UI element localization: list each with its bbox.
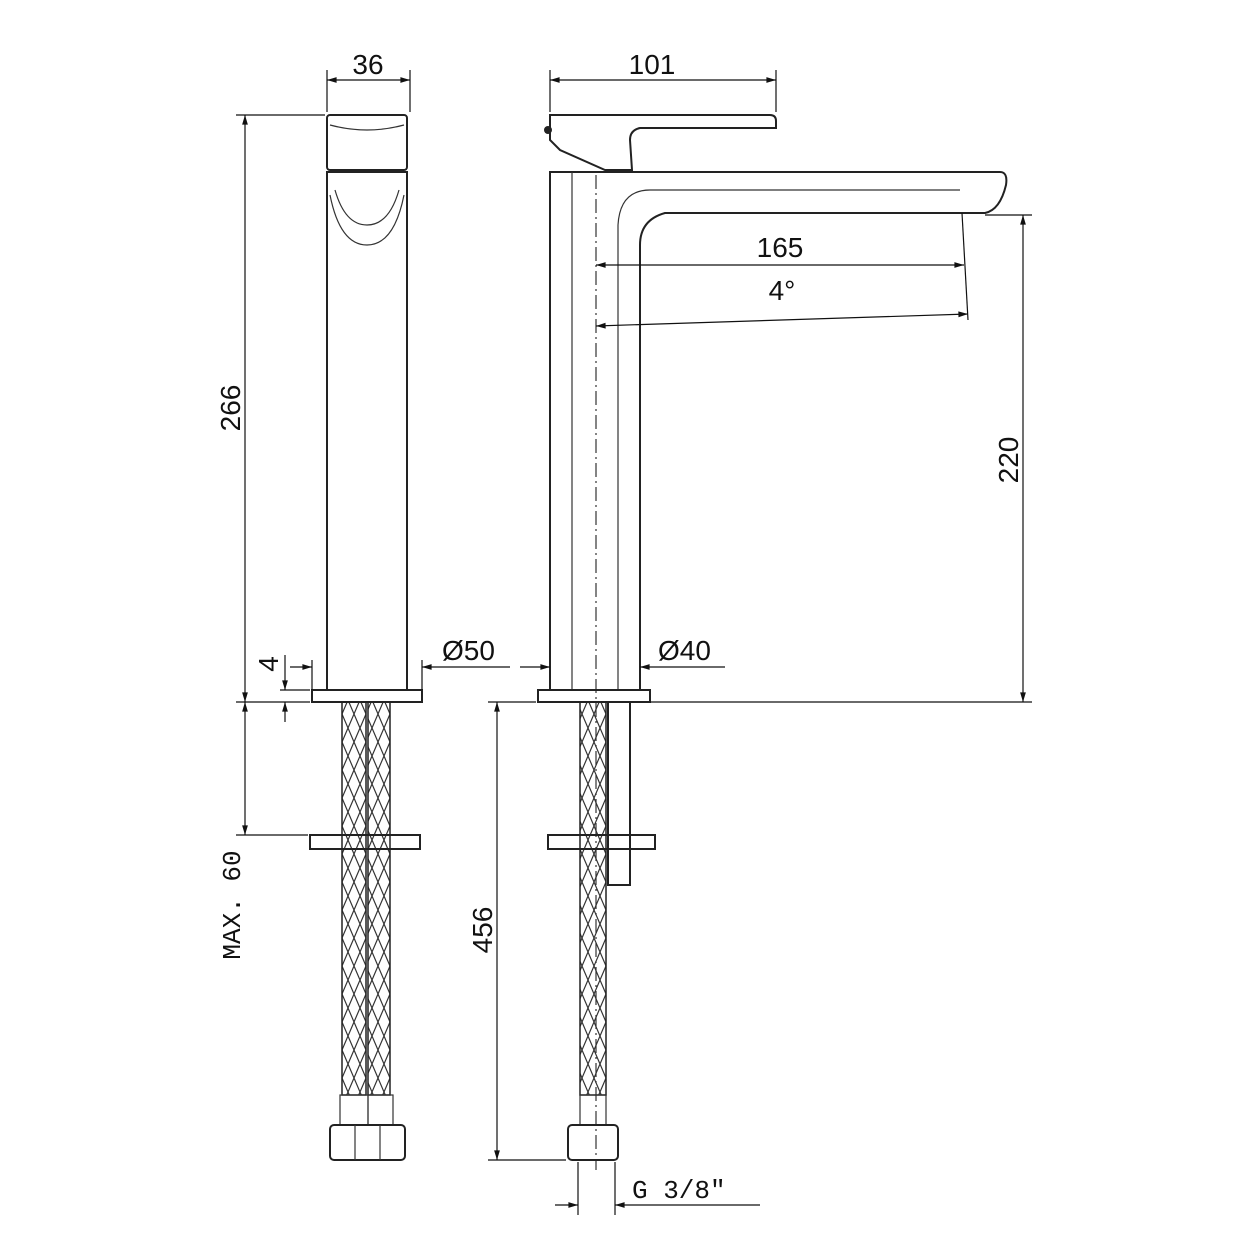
dim-spout-height: 220 [993,437,1024,484]
dim-body-diameter: Ø40 [658,635,711,666]
hose-nut-side [567,1124,619,1161]
mounting-flange-side [547,834,656,850]
dim-width-36: 36 [352,49,383,80]
dim-connection-thread: G 3/8" [632,1176,726,1206]
dim-plate-4: 4 [253,656,284,672]
body-front [326,171,408,691]
mounting-rod [607,701,631,886]
dimensions: 36 101 266 4 Ø50 MAX. 60 Ø40 165 4° [215,49,1032,1215]
hose-nut-front [329,1124,406,1161]
dim-hose-length: 456 [467,907,498,954]
handle-side [549,114,777,171]
dim-height-266: 266 [215,385,246,432]
side-view [537,114,1008,1170]
dim-max-60: MAX. 60 [218,850,248,959]
body-spout-side [549,171,1008,691]
hose-side [579,701,607,1096]
dim-spout-reach: 165 [757,232,804,263]
dim-base-diameter: Ø50 [442,635,495,666]
front-view [309,114,423,1161]
handle-front [326,114,408,171]
hose-left [341,701,367,1096]
dim-handle-reach: 101 [629,49,676,80]
dim-spout-angle: 4° [769,275,796,306]
hose-right [367,701,391,1096]
mounting-flange-front [309,834,421,850]
base-plate-front [311,689,423,703]
base-plate-side [537,689,651,703]
